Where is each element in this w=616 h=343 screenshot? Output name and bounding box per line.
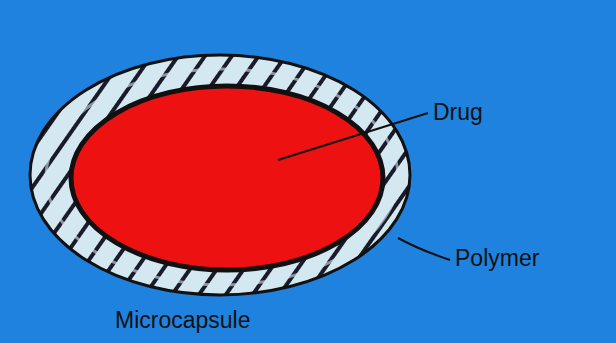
shell-inner-band	[46, 69, 398, 285]
drug-core	[72, 87, 382, 269]
polymer-leader	[398, 238, 450, 260]
drug-label: Drug	[433, 101, 483, 124]
polymer-label: Polymer	[455, 247, 539, 270]
polymer-shell	[30, 55, 410, 295]
microcapsule-label: Microcapsule	[115, 309, 251, 332]
drug-leader	[278, 113, 428, 160]
